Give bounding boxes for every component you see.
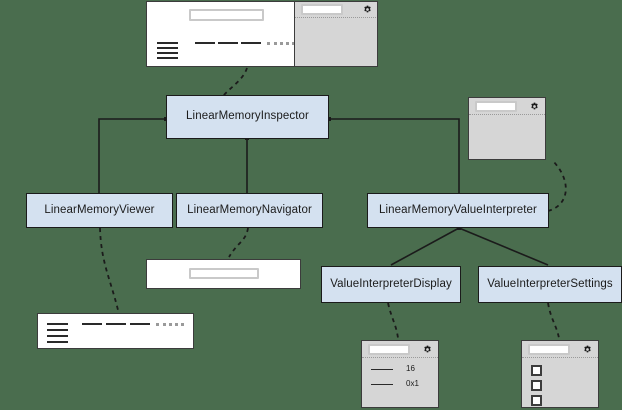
node-linear-memory-inspector[interactable]: LinearMemoryInspector [166, 95, 329, 139]
overview-row-line [157, 52, 178, 54]
viewer-byte-group [106, 323, 126, 325]
viewer-byte-group [130, 323, 150, 325]
overview-row-line [157, 47, 178, 49]
node-linear-memory-navigator[interactable]: LinearMemoryNavigator [176, 193, 323, 228]
display-row-value: 0x1 [406, 379, 419, 388]
overview-side-panel [295, 2, 377, 66]
display-row-value: 16 [406, 364, 415, 373]
gear-icon[interactable] [583, 345, 592, 354]
node-label: LinearMemoryInspector [186, 110, 309, 123]
overview-byte-group [218, 42, 238, 44]
navigator-mockup [146, 259, 301, 289]
viewer-row-line [47, 329, 68, 331]
display-row-label [371, 384, 393, 385]
panel-input[interactable] [475, 101, 517, 112]
navigator-address-input[interactable] [189, 268, 259, 279]
inspector-panel-mockup [468, 97, 546, 160]
display-input[interactable] [368, 344, 410, 355]
settings-checkbox[interactable] [531, 395, 542, 406]
node-linear-memory-viewer[interactable]: LinearMemoryViewer [26, 193, 173, 228]
viewer-byte-group [82, 323, 102, 325]
node-label: LinearMemoryViewer [44, 203, 155, 216]
overview-byte-group [241, 42, 261, 44]
node-label: LinearMemoryNavigator [187, 203, 312, 216]
overview-row-line [157, 42, 178, 44]
node-label: ValueInterpreterSettings [487, 277, 613, 290]
overview-ascii-area [267, 42, 295, 45]
gear-icon[interactable] [363, 5, 372, 14]
overview-side-input[interactable] [301, 4, 343, 15]
viewer-row-line [47, 323, 68, 325]
overview-row-line [157, 57, 178, 59]
value-interpreter-display-mockup: 16 0x1 [361, 340, 439, 408]
overview-byte-group [195, 42, 215, 44]
node-linear-memory-value-interpreter[interactable]: LinearMemoryValueInterpreter [367, 193, 549, 228]
node-label: LinearMemoryValueInterpreter [379, 203, 537, 216]
gear-icon[interactable] [530, 102, 539, 111]
settings-checkbox[interactable] [531, 365, 542, 376]
node-value-interpreter-display[interactable]: ValueInterpreterDisplay [321, 266, 461, 303]
viewer-ascii-area [156, 323, 184, 326]
gear-icon[interactable] [423, 345, 432, 354]
node-value-interpreter-settings[interactable]: ValueInterpreterSettings [478, 266, 622, 303]
viewer-row-line [47, 341, 68, 343]
settings-input[interactable] [528, 344, 570, 355]
display-row-label [371, 369, 393, 370]
viewer-mockup [37, 313, 194, 349]
settings-checkbox[interactable] [531, 380, 542, 391]
value-interpreter-settings-mockup [521, 340, 599, 408]
overview-split-divider [294, 2, 295, 66]
inspector-overview-mockup [146, 1, 378, 67]
node-label: ValueInterpreterDisplay [330, 277, 452, 290]
overview-address-input[interactable] [189, 9, 264, 21]
viewer-row-line [47, 335, 68, 337]
